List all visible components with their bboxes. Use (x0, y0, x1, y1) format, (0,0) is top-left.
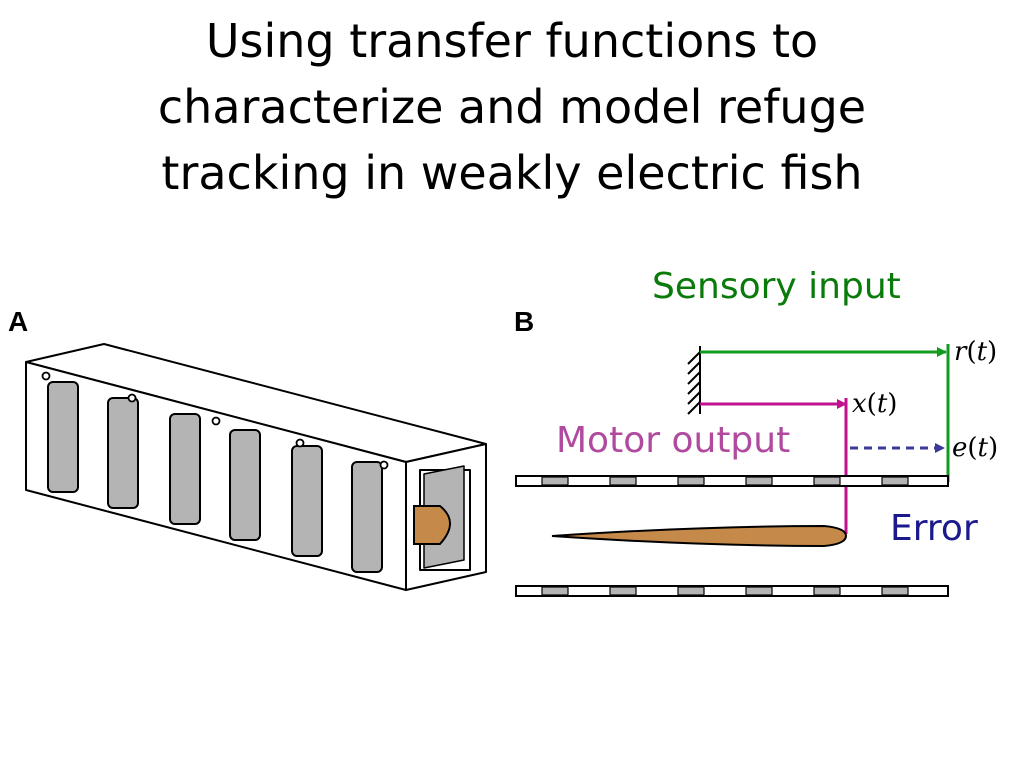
refuge-windows (47, 381, 383, 573)
fixed-wall (687, 346, 701, 415)
error-caption: Error (890, 508, 978, 549)
rivet (211, 416, 221, 426)
refuge-rail-top (515, 475, 949, 487)
signal-e-label: e(t) (952, 433, 998, 463)
panel-b-label: B (514, 306, 535, 337)
refuge-window (229, 429, 261, 541)
refuge-window (169, 413, 201, 525)
refuge-window (47, 381, 79, 493)
refuge-rail-bottom (515, 585, 949, 597)
title-line-2: characterize and model refuge (157, 80, 867, 134)
signal-r-label: r(t) (954, 337, 997, 367)
signal-x-label: x(t) (852, 389, 897, 419)
rivet (41, 371, 51, 381)
panel-a-label: A (8, 306, 29, 337)
fish-silhouette (551, 524, 848, 548)
fish-in-refuge (413, 505, 451, 545)
sensory-input-caption: Sensory input (652, 266, 901, 307)
rivet (379, 460, 389, 470)
rivet (295, 438, 305, 448)
refuge-window (351, 461, 383, 573)
refuge-rivets (41, 371, 389, 470)
motor-output-signal (700, 398, 848, 534)
refuge-window (107, 397, 139, 509)
title-line-3: tracking in weakly electric fish (161, 146, 863, 200)
title-line-1: Using transfer functions to (205, 14, 819, 68)
rivet (127, 393, 137, 403)
page-title: Using transfer functions to characterize… (60, 8, 964, 206)
refuge-window (291, 445, 323, 557)
sensory-input-signal (700, 344, 950, 482)
motor-output-caption: Motor output (556, 420, 791, 461)
